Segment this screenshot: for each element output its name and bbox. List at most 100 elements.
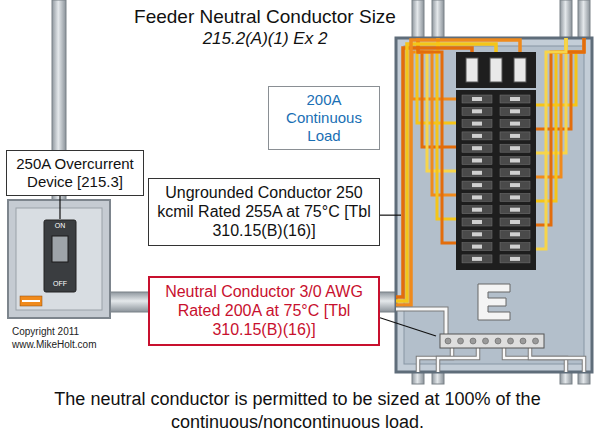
screw bbox=[495, 338, 501, 344]
callout-box: 250A Overcurrent Device [215.3] bbox=[6, 150, 144, 196]
breaker bbox=[500, 193, 530, 201]
breaker-toggle bbox=[472, 146, 482, 150]
watermark: www.MikeHolt.com bbox=[12, 339, 132, 351]
neutral-wire-edge bbox=[530, 348, 584, 372]
neutral-bar bbox=[440, 334, 544, 348]
leader-line bbox=[59, 196, 60, 219]
screw bbox=[458, 338, 464, 344]
warning-stripe bbox=[22, 300, 40, 302]
screw bbox=[508, 338, 514, 344]
code-reference: 215.2(A)(1) Ex 2 bbox=[105, 29, 425, 49]
breaker bbox=[500, 132, 530, 140]
breaker bbox=[462, 230, 492, 238]
breaker-toggle bbox=[510, 208, 520, 212]
breaker bbox=[500, 206, 530, 214]
screw bbox=[520, 338, 526, 344]
breaker bbox=[500, 157, 530, 165]
breaker-toggle bbox=[510, 146, 520, 150]
disconnect-enclosure bbox=[8, 200, 110, 318]
breaker-toggle bbox=[472, 134, 482, 138]
breaker-toggle bbox=[472, 109, 482, 113]
screw bbox=[445, 338, 451, 344]
feeder-neutral bbox=[396, 309, 446, 334]
conduit bbox=[432, 0, 444, 40]
breaker-toggle bbox=[472, 159, 482, 163]
breaker-toggle bbox=[472, 208, 482, 212]
breaker-plate bbox=[44, 220, 76, 292]
box-text: Neutral Conductor 3/0 AWG Rated 200A at … bbox=[155, 282, 373, 340]
breaker bbox=[500, 181, 530, 189]
caption: The neutral conductor is permitted to be… bbox=[22, 388, 573, 434]
neutral-wire bbox=[530, 348, 584, 372]
breaker bbox=[500, 120, 530, 128]
breaker-toggle bbox=[510, 245, 520, 249]
breaker-toggle bbox=[510, 171, 520, 175]
breaker bbox=[462, 206, 492, 214]
breaker-toggle bbox=[510, 183, 520, 187]
breaker-handle bbox=[52, 236, 68, 262]
breaker bbox=[500, 144, 530, 152]
breaker bbox=[462, 132, 492, 140]
breaker-toggle bbox=[510, 122, 520, 126]
breaker bbox=[500, 218, 530, 226]
conduit bbox=[412, 0, 424, 40]
main-breaker-handle bbox=[514, 58, 526, 82]
branch-wire bbox=[532, 38, 576, 105]
breaker-toggle bbox=[472, 232, 482, 236]
box-text: 200A Continuous Load bbox=[274, 91, 374, 145]
branch-wire bbox=[532, 38, 566, 201]
breaker bbox=[462, 193, 492, 201]
neutral-wire-edge bbox=[438, 348, 478, 372]
breaker bbox=[462, 218, 492, 226]
breaker-toggle bbox=[472, 245, 482, 249]
copyright: Copyright 2011 bbox=[12, 326, 132, 338]
breaker bbox=[500, 95, 530, 103]
breaker-handles bbox=[462, 95, 530, 263]
breaker bbox=[462, 157, 492, 165]
callout-box: Ungrounded Conductor 250 kcmil Rated 255… bbox=[148, 178, 380, 246]
breaker-toggle bbox=[510, 257, 520, 261]
breaker bbox=[500, 255, 530, 263]
leader-line bbox=[380, 318, 436, 336]
breaker bbox=[462, 243, 492, 251]
breaker-toggle bbox=[472, 122, 482, 126]
warning-sticker bbox=[20, 296, 42, 306]
callout-box: 200A Continuous Load bbox=[268, 86, 380, 150]
screw bbox=[483, 338, 489, 344]
breaker-toggle bbox=[510, 195, 520, 199]
panel-symbol bbox=[478, 284, 510, 320]
breaker-toggle bbox=[472, 97, 482, 101]
breaker-toggle bbox=[472, 183, 482, 187]
branch-breakers bbox=[456, 90, 536, 270]
box-text: 250A Overcurrent Device [215.3] bbox=[12, 155, 138, 191]
switch-marking: OFF bbox=[44, 280, 76, 288]
box-text: Ungrounded Conductor 250 kcmil Rated 255… bbox=[154, 183, 374, 241]
disconnect-door bbox=[16, 208, 102, 310]
breaker bbox=[500, 230, 530, 238]
breaker bbox=[462, 107, 492, 115]
leader-line bbox=[380, 215, 401, 216]
main-breaker-handle bbox=[466, 58, 478, 82]
panelboard bbox=[396, 38, 592, 372]
diagram-title: Feeder Neutral Conductor Size bbox=[105, 6, 425, 28]
breaker bbox=[462, 95, 492, 103]
breaker bbox=[462, 120, 492, 128]
conduit bbox=[560, 0, 572, 40]
breaker-toggle bbox=[472, 220, 482, 224]
breaker bbox=[462, 181, 492, 189]
breaker-toggle bbox=[510, 134, 520, 138]
screw bbox=[470, 338, 476, 344]
screw bbox=[533, 338, 539, 344]
neutral-wire bbox=[438, 348, 478, 372]
main-breaker-handle bbox=[490, 58, 502, 82]
feeder-neutral-edge bbox=[396, 309, 446, 334]
breaker-toggle bbox=[510, 109, 520, 113]
breaker bbox=[500, 169, 530, 177]
branch-wire bbox=[532, 38, 584, 177]
branch-wire bbox=[418, 38, 460, 243]
breaker bbox=[462, 255, 492, 263]
breaker bbox=[462, 144, 492, 152]
conduit bbox=[578, 0, 590, 40]
branch-wire bbox=[418, 38, 460, 195]
